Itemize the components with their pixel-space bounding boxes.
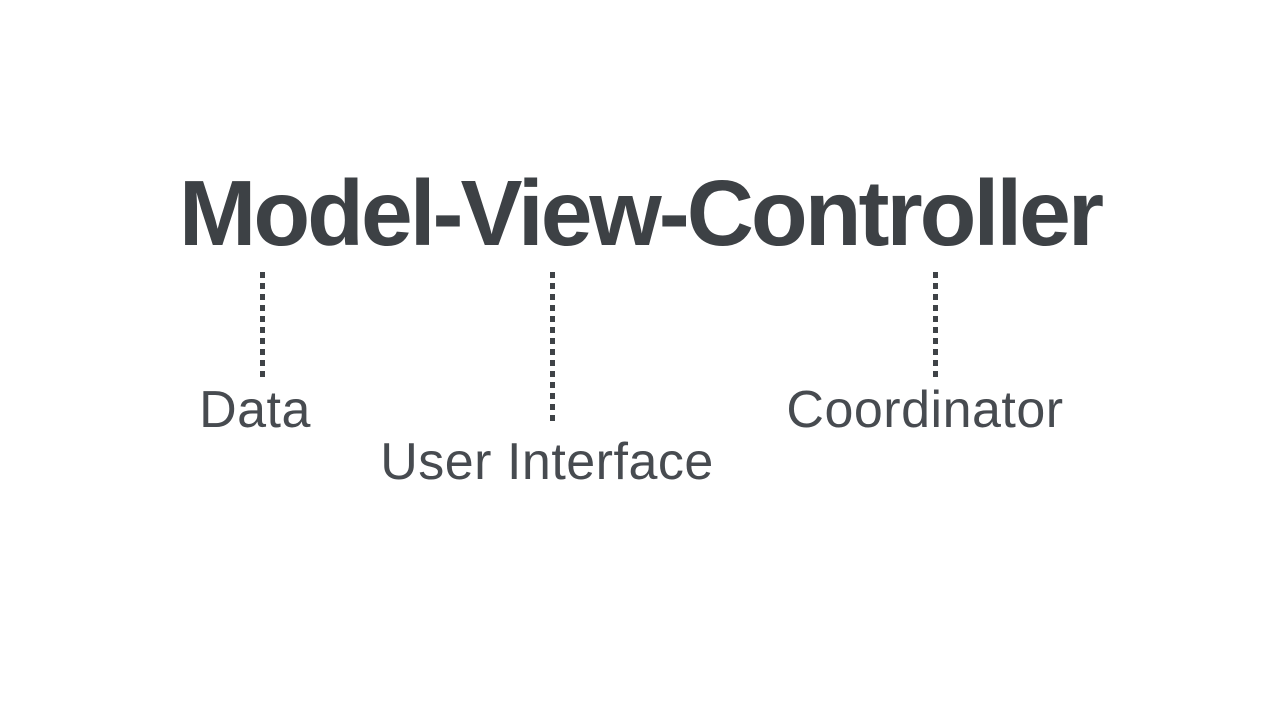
controller-dotted-connector-line	[933, 272, 938, 377]
model-annotation-label: Data	[199, 381, 311, 439]
controller-annotation-label: Coordinator	[786, 381, 1064, 439]
view-dotted-connector-line	[550, 272, 555, 421]
model-dotted-connector-line	[260, 272, 265, 377]
diagram-title: Model-View-Controller	[178, 161, 1104, 265]
view-annotation-label: User Interface	[380, 433, 714, 491]
